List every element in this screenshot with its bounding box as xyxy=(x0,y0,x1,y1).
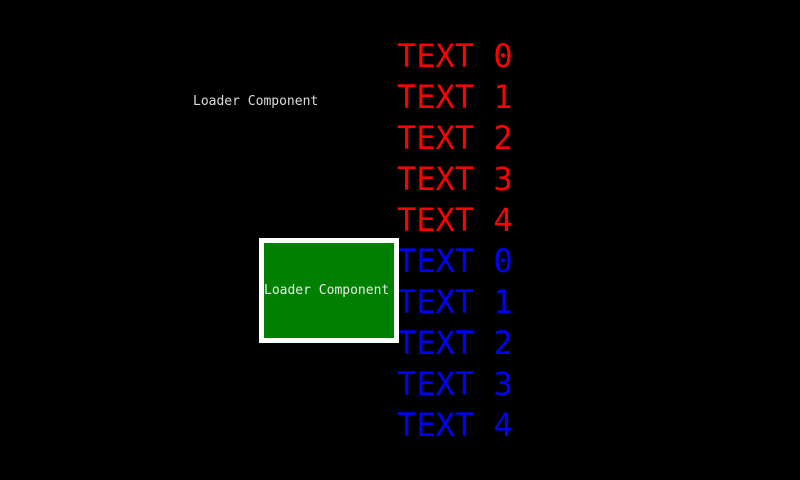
loader-component-label-top: Loader Component xyxy=(193,94,319,109)
loader-component-box: Loader Component xyxy=(259,238,399,343)
text-row: TEXT 0 xyxy=(397,242,513,280)
text-row: TEXT 4 xyxy=(397,406,513,444)
loader-component-label-box: Loader Component xyxy=(264,282,390,298)
text-row: TEXT 3 xyxy=(397,365,513,403)
text-row: TEXT 2 xyxy=(397,324,513,362)
text-row: TEXT 3 xyxy=(397,160,513,198)
loader-box-inner: Loader Component xyxy=(264,243,394,338)
text-row-list: TEXT 0 TEXT 1 TEXT 2 TEXT 3 TEXT 4 TEXT … xyxy=(397,36,513,446)
text-row: TEXT 2 xyxy=(397,119,513,157)
text-row: TEXT 1 xyxy=(397,283,513,321)
text-row: TEXT 4 xyxy=(397,201,513,239)
text-row: TEXT 1 xyxy=(397,78,513,116)
text-row: TEXT 0 xyxy=(397,37,513,75)
